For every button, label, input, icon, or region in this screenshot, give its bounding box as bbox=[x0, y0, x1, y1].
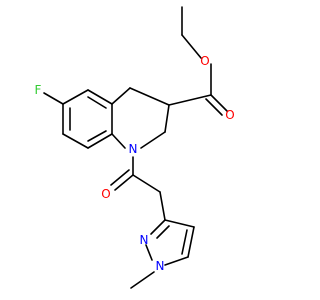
bond-pz-n1-methyl bbox=[130, 271, 155, 289]
atom-amide-oxygen: O bbox=[101, 187, 110, 201]
bond-acyl-c-o-double-b bbox=[110, 169, 130, 186]
bond-c5-c4a bbox=[87, 89, 113, 105]
bond-inner-c5-c4a bbox=[87, 96, 107, 109]
bond-pz-n2-c3-b bbox=[156, 225, 170, 239]
atom-pyrazole-nitrogen-2: N bbox=[140, 233, 149, 247]
atom-label-layer: F O O N O N N bbox=[35, 54, 235, 273]
atom-fluorine: F bbox=[35, 83, 42, 97]
bond-layer bbox=[43, 6, 228, 289]
bond-ethyl-ch2-o bbox=[181, 34, 202, 59]
bond-c3-ester-c bbox=[168, 94, 212, 106]
bond-c8-c7 bbox=[62, 133, 89, 149]
bond-ester-c-o-double-a bbox=[210, 94, 228, 112]
bond-acyl-c-o-double-a bbox=[114, 174, 134, 191]
bond-c3-c2 bbox=[164, 104, 170, 133]
bond-inner-c8a-c8 bbox=[87, 130, 107, 142]
bond-ch2-pyrazole-c3 bbox=[159, 191, 166, 221]
bond-c6-c5 bbox=[62, 89, 89, 105]
bond-pz-n1-n2 bbox=[145, 244, 153, 261]
bond-pz-n2-c3-a bbox=[150, 219, 166, 235]
bond-pz-c4-c5-a bbox=[187, 226, 195, 258]
atom-ester-carbonyl-oxygen: O bbox=[225, 108, 234, 122]
bond-ester-c-o-double-b bbox=[205, 98, 223, 116]
bond-pz-c5-n1 bbox=[164, 256, 189, 266]
bond-pz-c4-c5-b bbox=[181, 229, 188, 255]
bond-pz-c3-c4 bbox=[164, 219, 195, 228]
bond-c8a-c8 bbox=[87, 133, 113, 149]
atom-ester-ether-oxygen: O bbox=[200, 54, 209, 68]
bond-n1-c8a bbox=[111, 133, 126, 149]
molecule-structure-diagram: F O O N O N N bbox=[35, 6, 235, 289]
bond-c2-n1 bbox=[140, 131, 166, 149]
bond-c4-c3 bbox=[129, 87, 170, 106]
bond-acyl-c-ch2 bbox=[132, 174, 161, 193]
bond-c4a-c4 bbox=[111, 87, 131, 105]
atom-ring-nitrogen: N bbox=[129, 142, 138, 156]
bond-c6-f bbox=[43, 92, 64, 105]
atom-pyrazole-nitrogen-1: N bbox=[156, 259, 165, 273]
